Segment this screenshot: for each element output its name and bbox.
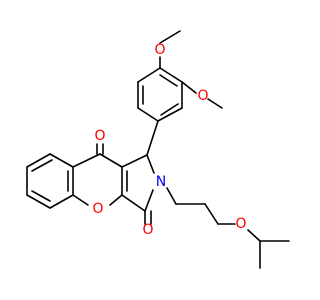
chemical-structure-diagram: O O O O N O O: [26, 30, 290, 269]
ketone-oxygen-label: O: [94, 128, 105, 144]
ether-oxygen-label: O: [235, 216, 246, 232]
methoxy-oxygen-top-label: O: [154, 42, 165, 58]
lactam-oxygen-label: O: [142, 222, 153, 238]
bond-lines: [26, 30, 290, 269]
methoxy-oxygen-right-label: O: [197, 88, 208, 104]
ring-oxygen-label: O: [92, 201, 103, 217]
lactam-nitrogen-label: N: [156, 174, 166, 190]
